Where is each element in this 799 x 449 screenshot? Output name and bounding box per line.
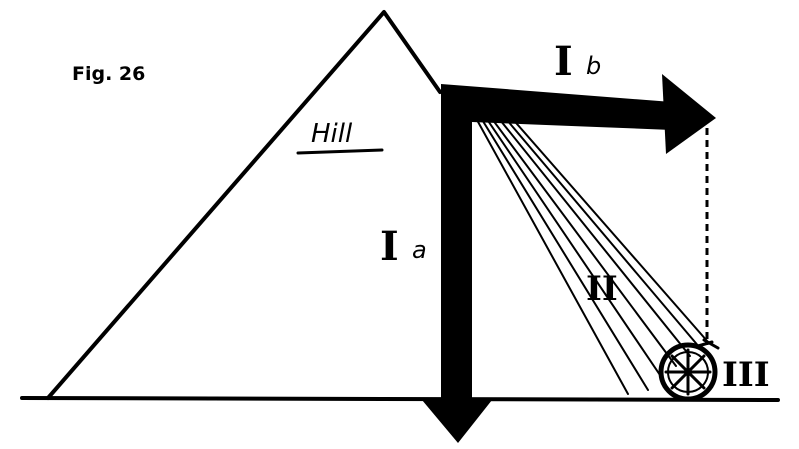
arrow-head bbox=[422, 400, 492, 443]
component-1b-label-numeral: I bbox=[554, 38, 573, 85]
hill-label-underline bbox=[298, 150, 382, 153]
fan-line bbox=[474, 100, 662, 378]
component-2-label: II bbox=[586, 269, 618, 309]
component-1a-label-suffix: a bbox=[412, 236, 427, 264]
component-1b-label-suffix: b bbox=[586, 52, 601, 80]
component-1a-arrow bbox=[422, 88, 492, 443]
component-3-wheel bbox=[661, 340, 718, 399]
arrow-shaft bbox=[441, 88, 472, 408]
fan-line bbox=[466, 100, 628, 394]
arrow-shaft bbox=[441, 84, 672, 130]
component-3-label: III bbox=[722, 355, 770, 395]
component-1a-label-numeral: I bbox=[380, 223, 399, 270]
fan-line bbox=[478, 100, 676, 366]
figure-label: Fig. 26 bbox=[72, 63, 145, 85]
component-1b-arrow bbox=[441, 74, 716, 154]
fan-line bbox=[470, 100, 648, 390]
hill-label: Hill bbox=[311, 119, 353, 149]
wheel-hub bbox=[684, 368, 692, 376]
ground-line bbox=[22, 398, 778, 400]
